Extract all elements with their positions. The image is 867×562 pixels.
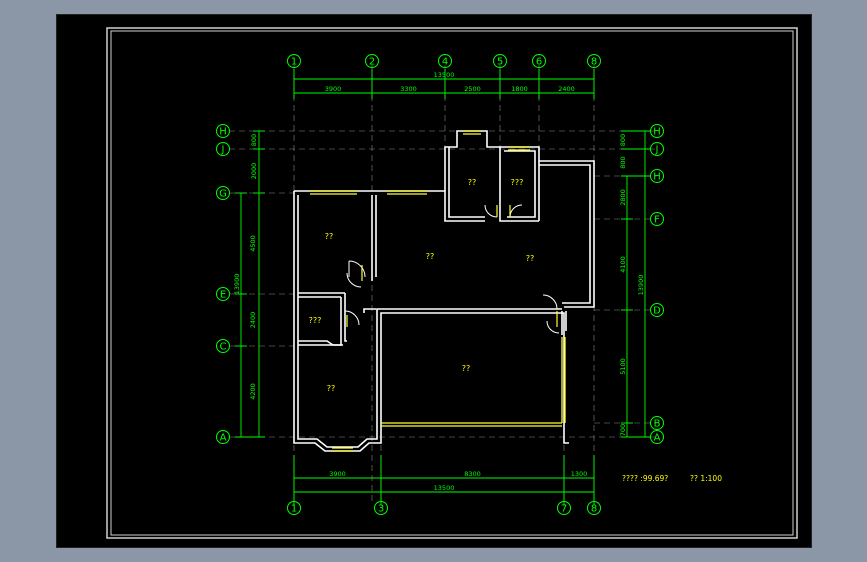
axis-right-B-label: B [654,419,661,430]
axis-top-8-label: 8 [591,57,597,68]
dim-bottom-total: 13500 [434,484,455,492]
axis-right-F: F [650,212,664,226]
axis-bottom-1: 1 [287,501,301,515]
inner-frame [110,30,794,536]
axis-left-G-label: G [219,189,227,200]
dimension-texts: 13500 3900 3300 2500 1800 2400 3900 8300 1300 135… [233,71,645,492]
axis-top-4-label: 4 [442,57,448,68]
axis-bottom-8: 8 [587,501,601,515]
walls [293,130,595,452]
left-dimensions [235,130,265,438]
axis-bottom-8-label: 8 [591,504,597,515]
axis-top-1: 1 [287,54,301,68]
dim-right-inner: 800 [619,134,627,146]
axis-top-4: 4 [438,54,452,68]
axis-left-A-label: A [220,433,227,444]
dim-top-seg: 1800 [511,85,528,93]
axis-left-A: A [216,430,230,444]
axis-left-E: E [216,287,230,301]
dim-top-seg: 3300 [400,85,417,93]
axis-bottom-3-label: 3 [378,504,384,515]
axis-top-6-label: 6 [536,57,542,68]
dim-left-outer: 4200 [249,383,257,400]
room-label: ??? [511,178,524,187]
room-label: ?? [462,364,471,373]
axis-bottom-1-label: 1 [291,504,297,515]
dim-left-outer: 2400 [249,312,257,329]
dim-right-total: 13900 [637,275,645,296]
room-label: ?? [327,384,336,393]
dim-right-inner: 800 [619,156,627,168]
footer-note: ???? :99.69? [622,474,668,483]
outer-frame [106,27,798,539]
dim-left-inner: 800 [250,134,258,146]
dim-left-inner: 13900 [233,274,241,295]
axis-top-6: 6 [532,54,546,68]
axis-right-J: J [650,142,664,156]
scale-note: ?? 1:100 [690,474,722,483]
axis-left-H-label: H [219,127,227,138]
room-label: ?? [526,254,535,263]
axis-top-5: 5 [493,54,507,68]
axis-right-H: H [650,124,664,138]
axis-right-J-label: J [655,145,659,156]
top-dimensions [293,69,595,99]
axis-right-H: H [650,169,664,183]
room-label: ??? [309,316,322,325]
dim-bottom-seg: 3900 [329,470,346,478]
dim-top-seg: 3900 [325,85,342,93]
axis-right-D: D [650,303,664,317]
dim-right-outer: 2800 [619,189,627,206]
room-label: ?? [426,252,435,261]
windows [310,130,566,452]
axis-right-H-label: H [653,172,661,183]
axis-right-H-label: H [653,127,661,138]
dim-left-inner: 2000 [250,163,258,180]
axis-top-2-label: 2 [369,57,375,68]
doors [344,204,560,334]
room-labels: ?????????????????? [309,178,535,393]
dim-bottom-seg: 1300 [571,470,588,478]
door-leaves [346,205,558,327]
dim-left-outer: 4500 [249,235,257,252]
bottom-dimensions [293,455,595,505]
axis-right-A: A [650,430,664,444]
dim-right-outer: 4100 [619,256,627,273]
axis-bottom-7-label: 7 [561,504,567,515]
dim-right-outer: 700 [619,424,627,436]
axis-left-J-label: J [221,145,225,156]
dim-top-seg: 2400 [558,85,575,93]
right-dimensions [621,130,651,438]
room-label: ?? [325,232,334,241]
dim-right-outer: 5100 [619,358,627,375]
axis-left-J: J [216,142,230,156]
axis-right-A-label: A [654,433,661,444]
axis-left-E-label: E [220,290,226,301]
axis-top-5-label: 5 [497,57,503,68]
axis-bottom-3: 3 [374,501,388,515]
room-label: ?? [468,178,477,187]
axis-bottom-7: 7 [557,501,571,515]
axis-right-B: B [650,416,664,430]
axis-top-8: 8 [587,54,601,68]
dim-top-seg: 2500 [464,85,481,93]
axis-right-F-label: F [654,215,660,226]
axis-top-2: 2 [365,54,379,68]
axis-right-D-label: D [653,306,661,317]
axis-left-C-label: C [220,342,227,353]
axis-left-G: G [216,186,230,200]
dim-bottom-seg: 8300 [464,470,481,478]
axis-left-C: C [216,339,230,353]
axis-left-H: H [216,124,230,138]
dim-top-total: 13500 [434,71,455,79]
axis-top-1-label: 1 [291,57,297,68]
